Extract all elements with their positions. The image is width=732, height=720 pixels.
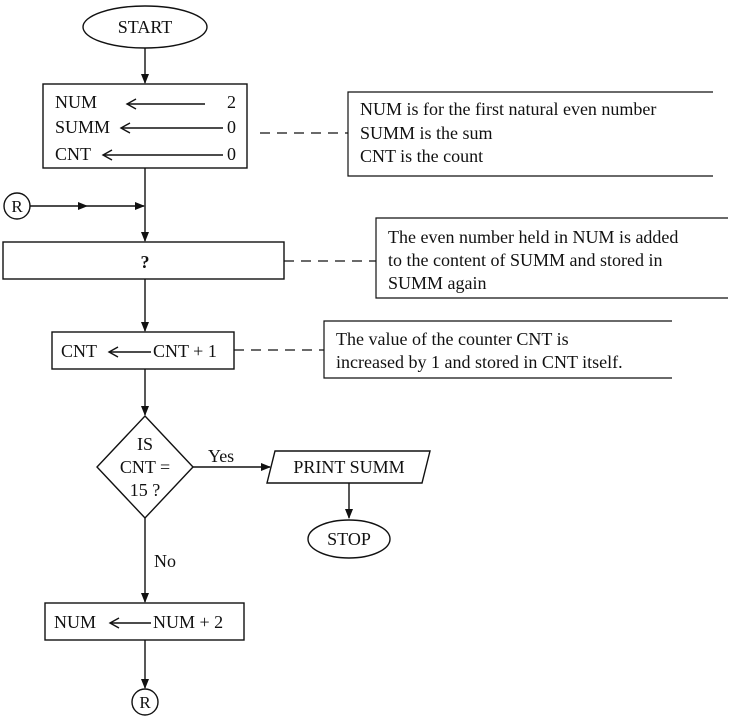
init-note-line-2: SUMM is the sum <box>360 123 493 143</box>
decision-line-1: IS <box>137 434 153 454</box>
increment-left: CNT <box>61 341 97 361</box>
unknown-note-line-1: The even number held in NUM is added <box>388 227 678 247</box>
output-parallelogram: PRINT SUMM <box>266 450 431 484</box>
start-terminal: START <box>82 5 208 49</box>
unknown-note-line-2: to the content of SUMM and stored in <box>388 250 662 270</box>
stop-terminal: STOP <box>307 519 391 559</box>
init-var-summ: SUMM <box>55 117 110 137</box>
unknown-note: The even number held in NUM is added to … <box>375 217 728 299</box>
increment-assign-arrowhead <box>107 346 119 358</box>
init-note-line-1: NUM is for the first natural even number <box>360 99 656 119</box>
connector-r-in-label: R <box>11 197 23 216</box>
connector-r-in: R <box>3 192 31 220</box>
output-label: PRINT SUMM <box>293 457 404 477</box>
init-assign-arrowhead-summ <box>119 122 131 134</box>
decision-diamond: IS CNT = 15 ? <box>96 414 194 520</box>
unknown-note-line-3: SUMM again <box>388 273 487 293</box>
init-process-box: NUM 2 SUMM 0 CNT 0 <box>42 83 248 169</box>
init-var-num: NUM <box>55 92 97 112</box>
increment-note-line-2: increased by 1 and stored in CNT itself. <box>336 352 623 372</box>
increment-process-box: CNT CNT + 1 <box>51 331 235 370</box>
update-right: NUM + 2 <box>153 612 223 632</box>
decision-line-3: 15 ? <box>130 480 161 500</box>
init-value-cnt: 0 <box>227 144 236 164</box>
stop-label: STOP <box>327 529 371 549</box>
decision-line-2: CNT = <box>120 457 170 477</box>
decision-yes-label: Yes <box>208 446 234 466</box>
init-assign-arrowhead-num <box>125 98 137 110</box>
increment-right: CNT + 1 <box>153 341 217 361</box>
update-left: NUM <box>54 612 96 632</box>
update-process-box: NUM NUM + 2 <box>44 602 245 641</box>
unknown-process-box: ? <box>2 241 285 280</box>
update-assign-arrowhead <box>108 617 120 629</box>
decision-no-label: No <box>154 551 176 571</box>
connector-r-out: R <box>131 688 159 716</box>
init-note: NUM is for the first natural even number… <box>347 91 713 177</box>
start-label: START <box>118 17 172 37</box>
connector-r-out-label: R <box>139 693 151 712</box>
init-assign-arrowhead-cnt <box>101 149 113 161</box>
init-note-line-3: CNT is the count <box>360 146 483 166</box>
increment-note-line-1: The value of the counter CNT is <box>336 329 569 349</box>
init-var-cnt: CNT <box>55 144 91 164</box>
unknown-step-label: ? <box>141 252 150 272</box>
increment-note: The value of the counter CNT is increase… <box>323 320 672 379</box>
init-value-num: 2 <box>227 92 236 112</box>
init-value-summ: 0 <box>227 117 236 137</box>
